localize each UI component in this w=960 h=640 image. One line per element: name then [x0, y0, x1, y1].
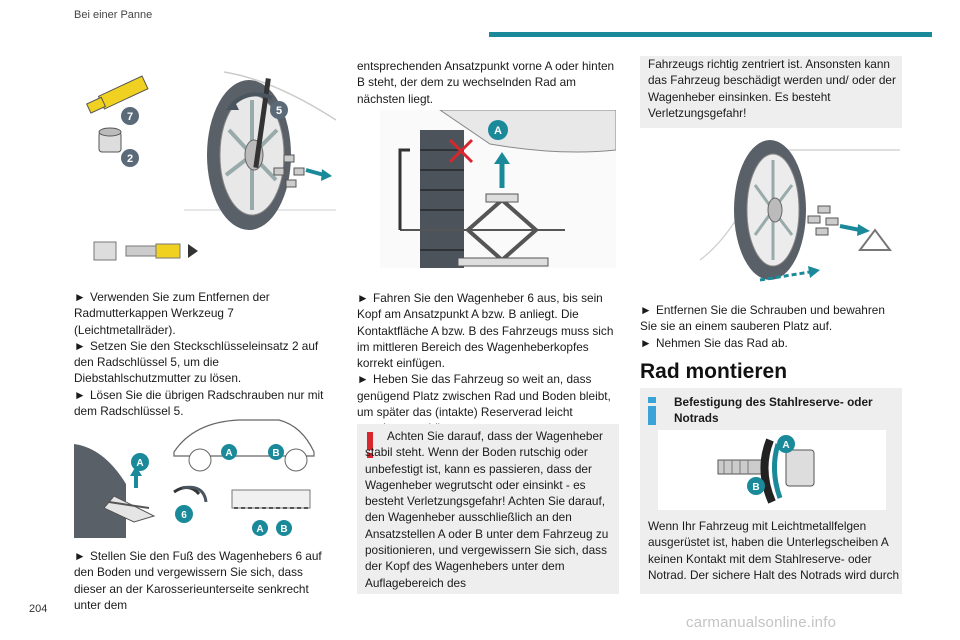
- col1-step-2: ►Setzen Sie den Steckschlüsseleinsatz 2 …: [74, 338, 319, 386]
- info-body: Wenn Ihr Fahrzeug mit Leichtmetallfelgen…: [648, 519, 900, 582]
- col2-step-1: ►Fahren Sie den Wagenheber 6 aus, bis se…: [357, 291, 614, 371]
- callout-jack-6: 6: [181, 510, 187, 521]
- header-title: Bei einer Panne: [74, 9, 153, 21]
- callout-jack-a: A: [136, 458, 143, 469]
- figure-jack-raise: A: [380, 110, 616, 268]
- page-number: 204: [29, 603, 48, 615]
- step-marker-icon: ►: [74, 338, 86, 353]
- col3-paragraphs: ►Entfernen Sie die Schrauben und bewahre…: [640, 302, 902, 351]
- info-title: Befestigung des Stahlreserve- oder Notra…: [674, 395, 873, 425]
- step-marker-icon: ►: [357, 372, 369, 387]
- callout-5: 5: [276, 105, 282, 117]
- callout-info-a: A: [782, 440, 789, 451]
- callout-a: A: [494, 125, 502, 137]
- warning-icon: [367, 432, 373, 458]
- header-accent-bar: [489, 32, 932, 37]
- step-marker-icon: ►: [640, 335, 652, 350]
- col1-step-3: ►Lösen Sie die übrigen Radschrauben nur …: [74, 387, 324, 419]
- callout-under-b: B: [280, 524, 287, 535]
- watermark: carmanualsonline.info: [686, 614, 837, 631]
- col1-paragraphs: ►Verwenden Sie zum Entfernen der Radmutt…: [74, 289, 336, 419]
- section-heading: Rad montieren: [640, 360, 788, 383]
- warning-box: Achten Sie darauf, dass der Wagenheber s…: [357, 424, 619, 594]
- col1-bottom-text: ►Stellen Sie den Fuß des Wagenhebers 6 a…: [74, 549, 322, 612]
- figure-wheel-bolts: 7 2 5: [74, 60, 336, 270]
- callout-under-a: A: [256, 524, 263, 535]
- col3-step-1: ►Entfernen Sie die Schrauben und bewahre…: [640, 303, 885, 334]
- col1-step-1: ►Verwenden Sie zum Entfernen der Radmutt…: [74, 290, 270, 337]
- step-marker-icon: ►: [74, 549, 86, 563]
- col2-top-text: entsprechenden Ansatzpunkt vorne A oder …: [357, 59, 615, 106]
- col2-paragraphs: ►Fahren Sie den Wagenheber 6 aus, bis se…: [357, 290, 619, 437]
- info-icon: [648, 397, 656, 425]
- figure-jack-points: A B A 6 A B: [74, 404, 336, 538]
- info-box: Befestigung des Stahlreserve- oder Notra…: [640, 388, 902, 594]
- step-marker-icon: ►: [74, 290, 86, 304]
- step-marker-icon: ►: [640, 303, 652, 317]
- step-marker-icon: ►: [357, 291, 369, 305]
- callout-7: 7: [127, 111, 133, 123]
- callout-info-b: B: [752, 482, 759, 493]
- callout-car-b: B: [272, 448, 279, 459]
- callout-car-a: A: [225, 448, 232, 459]
- figure-wheel-removal: [700, 130, 900, 290]
- col3-step-2: ►Nehmen Sie das Rad ab.: [640, 335, 788, 350]
- warning-text: Achten Sie darauf, dass der Wagenheber s…: [365, 429, 609, 590]
- step-marker-icon: ►: [74, 387, 86, 402]
- callout-2: 2: [127, 153, 133, 165]
- figure-spare-wheel-bolt: A B: [658, 430, 886, 510]
- warning-continued: Fahrzeugs richtig zentriert ist. Ansonst…: [640, 56, 902, 128]
